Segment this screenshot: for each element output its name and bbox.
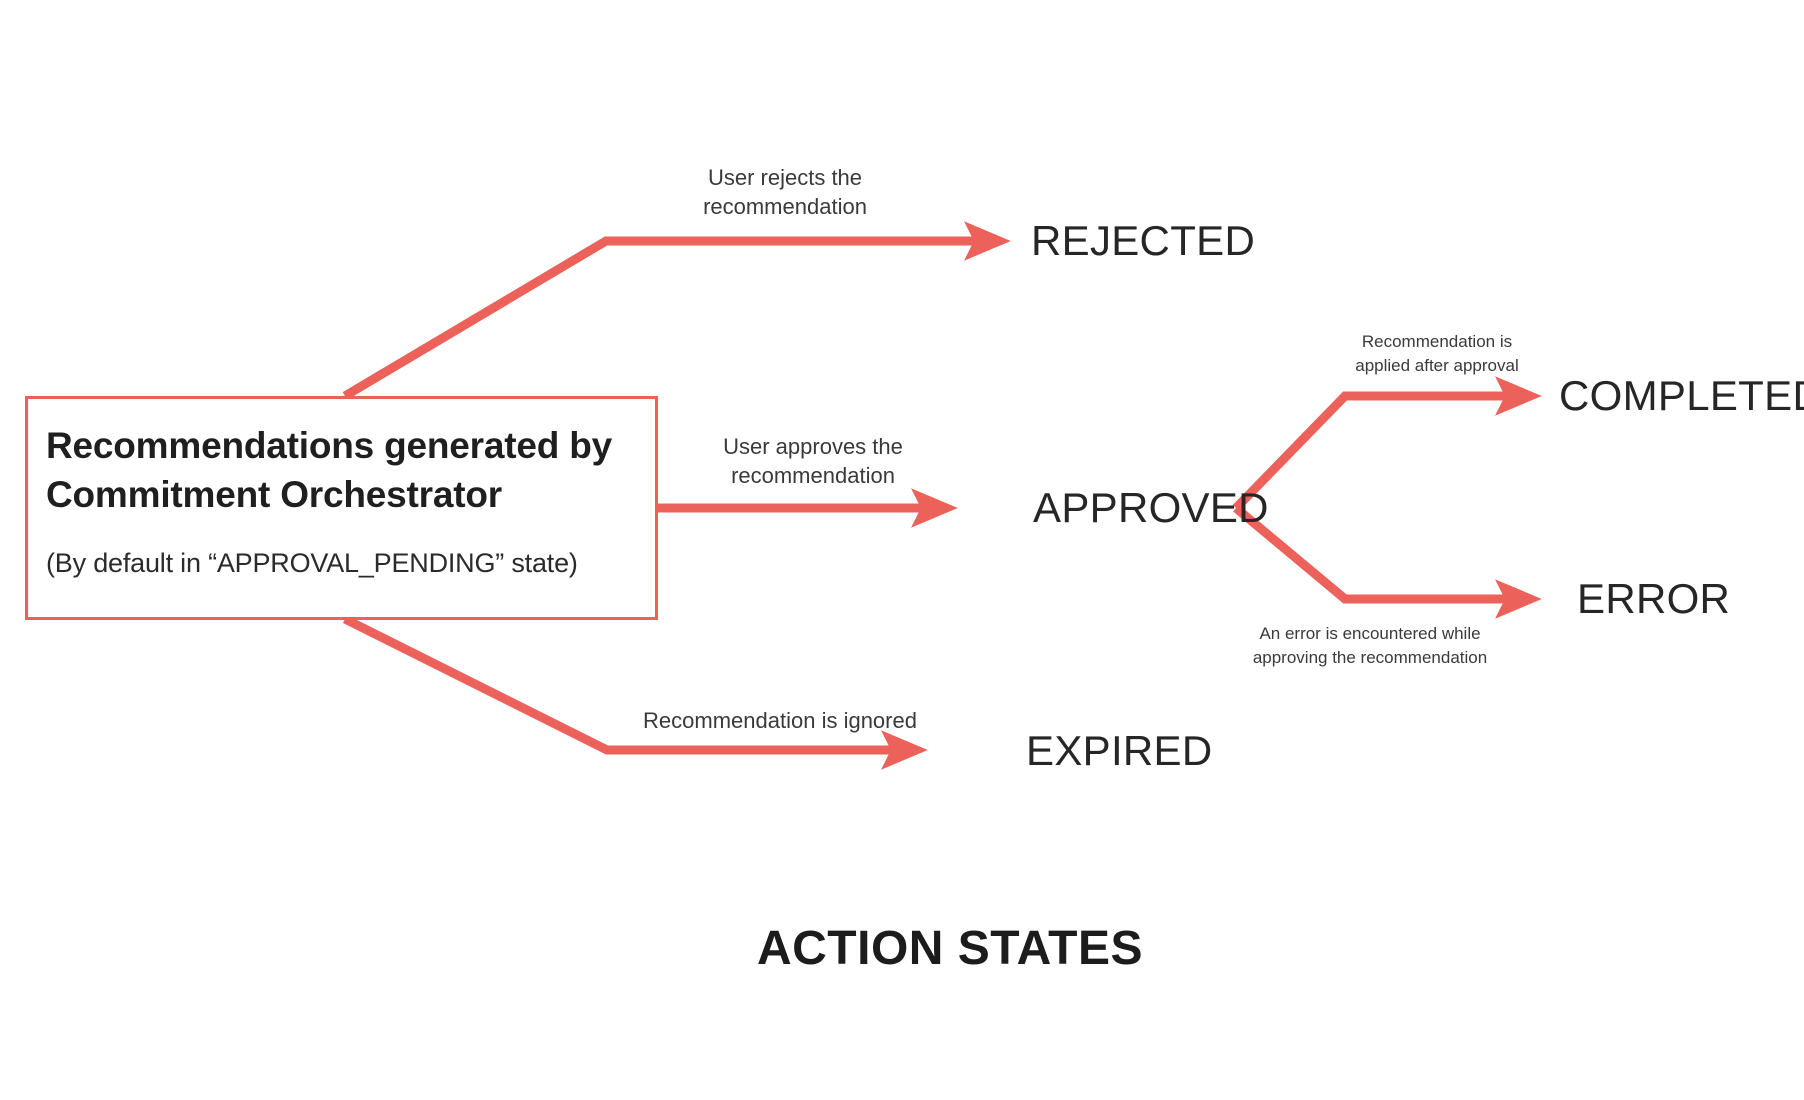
connector-to-expired (342, 614, 928, 770)
source-node: Recommendations generated by Commitment … (25, 396, 658, 620)
state-label-approved: APPROVED (1033, 484, 1269, 531)
edge-label-approved: User approves the recommendation (723, 434, 903, 489)
source-node-subline: (By default in “APPROVAL_PENDING” state) (46, 548, 578, 579)
connector-to-rejected (342, 221, 1011, 400)
diagram-title: ACTION STATES (756, 922, 1144, 975)
state-label-completed: COMPLETED (1559, 372, 1804, 419)
edge-label-error: An error is encountered while approving … (1252, 624, 1488, 668)
state-label-expired: EXPIRED (1026, 727, 1213, 774)
state-label-rejected: REJECTED (1031, 217, 1256, 264)
edge-label-rejected: User rejects the recommendation (703, 165, 867, 220)
state-label-error: ERROR (1577, 575, 1731, 622)
connector-to-completed (1232, 376, 1542, 512)
edge-label-completed: Recommendation is applied after approval (1355, 332, 1519, 376)
edge-label-expired: Recommendation is ignored (643, 708, 917, 733)
source-node-headline: Recommendations generated by Commitment … (46, 425, 612, 516)
connector-to-error (1233, 504, 1542, 619)
